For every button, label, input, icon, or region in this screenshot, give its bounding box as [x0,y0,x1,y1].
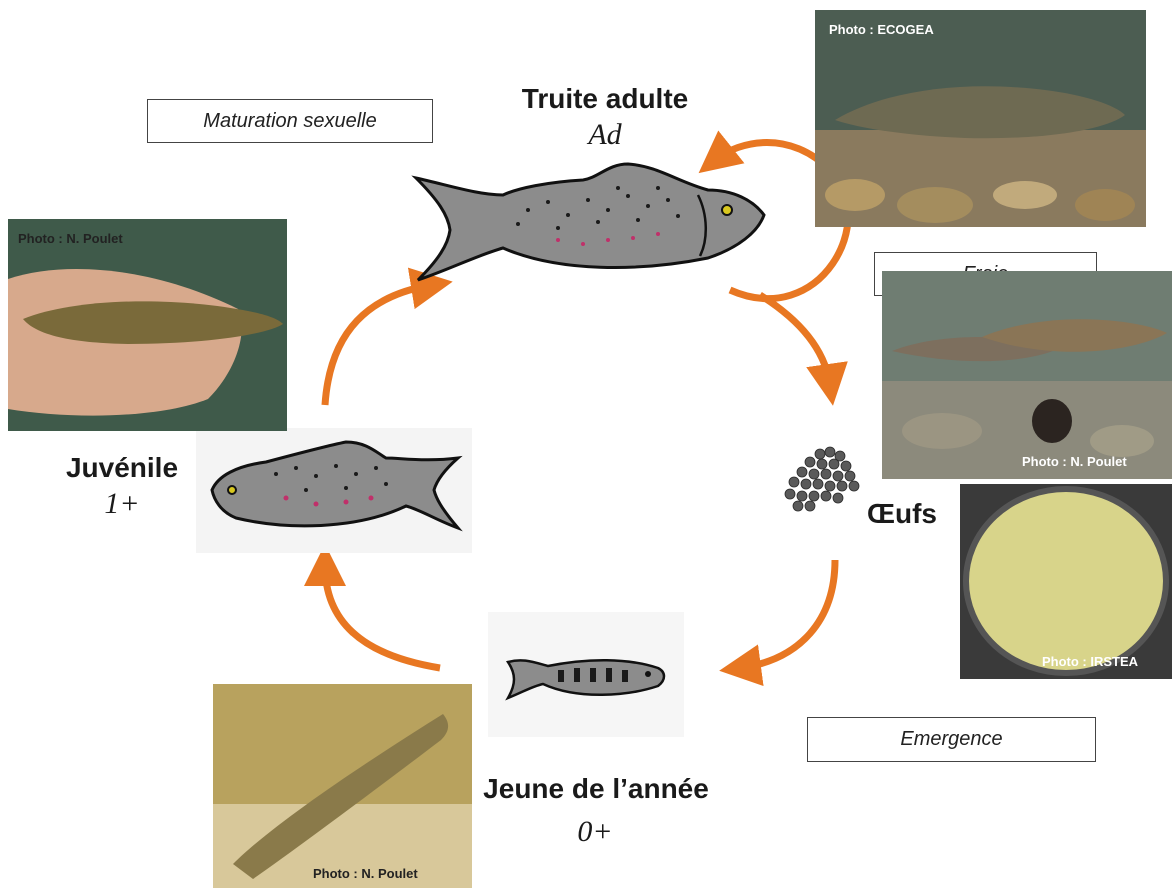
adult-code: Ad [588,118,622,151]
eggs-label: Œufs [867,498,937,529]
spawning-photo-credit: Photo : N. Poulet [1022,454,1127,469]
juvenile-trout-illustration [196,428,472,553]
juvenile-label: Juvénile [65,452,179,483]
eggs-illustration [784,446,860,512]
eggs-photo-credit: Photo : IRSTEA [1042,654,1139,669]
juvenile-code: 1+ [104,487,140,520]
adult-photo-credit: Photo : ECOGEA [829,22,934,37]
young-of-year-photo-credit: Photo : N. Poulet [313,866,418,881]
adult-label: Truite adulte [521,83,689,114]
young-of-year-illustration [488,612,684,737]
maturation-box: Maturation sexuelle [147,99,433,143]
young-of-year-label: Jeune de l’année [483,773,709,804]
juvenile-photo-credit: Photo : N. Poulet [18,231,123,246]
juvenile-photo: Photo : N. Poulet [8,219,287,431]
young-of-year-code: 0+ [577,815,613,848]
young-of-year-photo: Photo : N. Poulet [213,684,472,888]
adult-photo: Photo : ECOGEA [815,10,1146,227]
eggs-to-young-arrow [719,559,839,687]
emergence-box: Emergence [807,717,1096,762]
eggs-photo: Photo : IRSTEA [960,484,1172,679]
young-to-juvenile-arrow [304,544,441,672]
adult-to-eggs-arrow [758,292,848,406]
spawning-photo: Photo : N. Poulet [882,271,1172,479]
adult-trout-illustration [411,162,766,282]
juvenile-to-adult-arrow [321,267,453,406]
